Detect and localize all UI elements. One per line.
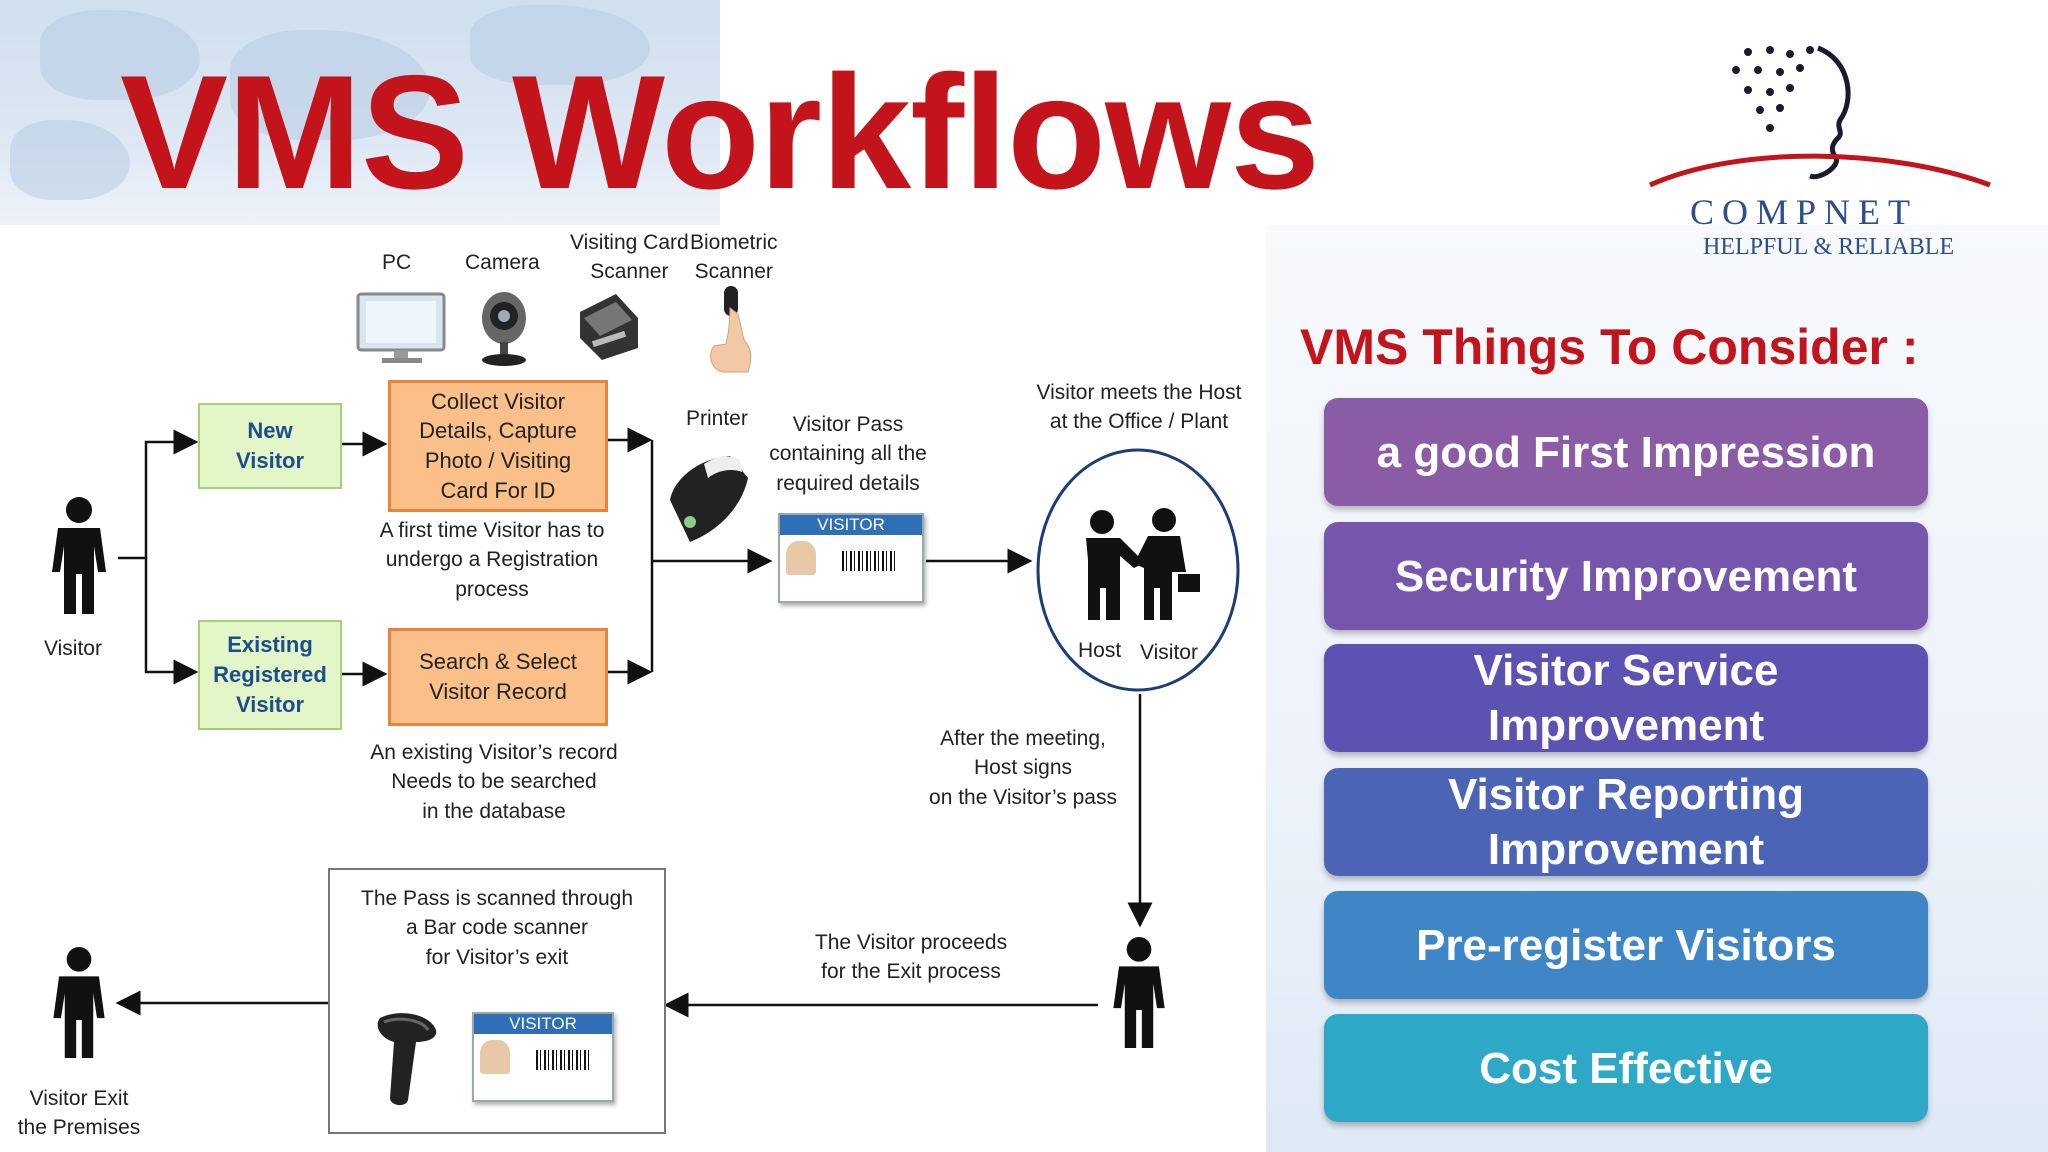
consider-item-security: Security Improvement (1324, 522, 1928, 630)
host-label: Host (1078, 639, 1122, 662)
camera-label: Camera (465, 251, 540, 274)
printer-label: Printer (686, 407, 748, 430)
barcode-scanner-icon (377, 1013, 437, 1106)
barcode-icon (842, 551, 898, 571)
visitor-exit-person-icon (53, 946, 105, 1058)
search-note: An existing Visitor’s record Needs to be… (370, 741, 618, 823)
visitor-person-icon (52, 497, 106, 614)
collect-details-box: Collect Visitor Details, Capture Photo /… (388, 380, 608, 512)
meet-note: Visitor meets the Host at the Office / P… (1036, 381, 1242, 434)
consider-item-first-impression: a good First Impression (1324, 398, 1928, 506)
consider-item-service: Visitor Service Improvement (1324, 644, 1928, 752)
meet-visitor-label: Visitor (1140, 641, 1198, 664)
visitor-pass-header: VISITOR (780, 515, 922, 535)
visitor-photo (786, 541, 816, 575)
collect-details-text: Collect Visitor Details, Capture Photo /… (419, 388, 577, 503)
page-title: VMS Workflows (120, 42, 1320, 223)
exit-pass-header: VISITOR (474, 1014, 612, 1034)
existing-visitor-box: Existing Registered Visitor (198, 620, 342, 730)
exiting-visitor-person-icon (1113, 936, 1165, 1048)
pc-label: PC (382, 251, 412, 274)
consider-item-label: Cost Effective (1479, 1043, 1773, 1093)
visitor-pass-card: VISITOR (778, 513, 924, 603)
consider-item-reporting: Visitor Reporting Improvement (1324, 768, 1928, 876)
exit-barcode-icon (536, 1050, 592, 1070)
compnet-logo-icon (1648, 45, 1991, 188)
handshake-icon (1086, 508, 1200, 620)
exit-visitor-photo (480, 1040, 510, 1074)
consider-item-label: Security Improvement (1394, 551, 1858, 601)
scan-note: The Pass is scanned through a Bar code s… (361, 887, 633, 969)
biometric-scanner-label: Biometric Scanner (690, 231, 778, 284)
card-scanner-icon (580, 294, 638, 360)
pc-monitor-icon (356, 292, 446, 363)
exit-process-note: The Visitor proceeds for the Exit proces… (814, 931, 1008, 984)
exit-visitor-pass-card: VISITOR (472, 1012, 614, 1102)
after-meeting-note: After the meeting, Host signs on the Vis… (929, 727, 1117, 809)
visiting-card-scanner-label: Visiting Card Scanner (570, 231, 689, 284)
consider-title: VMS Things To Consider : (1300, 319, 1919, 375)
pass-scan-box: The Pass is scanned through a Bar code s… (328, 868, 666, 1134)
fingerprint-scanner-icon (710, 286, 752, 373)
search-record-box: Search & Select Visitor Record (388, 628, 608, 726)
new-visitor-text: New Visitor (235, 418, 305, 473)
world-map-banner (0, 0, 720, 225)
consider-item-label: Pre-register Visitors (1416, 920, 1836, 970)
search-record-text: Search & Select Visitor Record (419, 649, 577, 704)
logo-tagline: HELPFUL & RELIABLE (1703, 234, 1955, 260)
consider-item-preregister: Pre-register Visitors (1324, 891, 1928, 999)
visitor-label: Visitor (44, 637, 102, 660)
printer-icon (670, 456, 748, 542)
consider-item-label: Visitor Reporting Improvement (1447, 770, 1805, 874)
visitor-exit-label: Visitor Exit the Premises (17, 1087, 141, 1140)
consider-item-label: a good First Impression (1376, 427, 1876, 477)
existing-visitor-text: Existing Registered Visitor (213, 632, 327, 717)
webcam-icon (482, 292, 526, 366)
consider-item-cost: Cost Effective (1324, 1014, 1928, 1122)
consider-item-label: Visitor Service Improvement (1473, 646, 1779, 750)
new-visitor-box: New Visitor (198, 403, 342, 489)
collect-note: A first time Visitor has to undergo a Re… (379, 519, 605, 601)
logo-name: COMPNET (1690, 192, 1919, 232)
pass-note: Visitor Pass containing all the required… (769, 413, 927, 495)
